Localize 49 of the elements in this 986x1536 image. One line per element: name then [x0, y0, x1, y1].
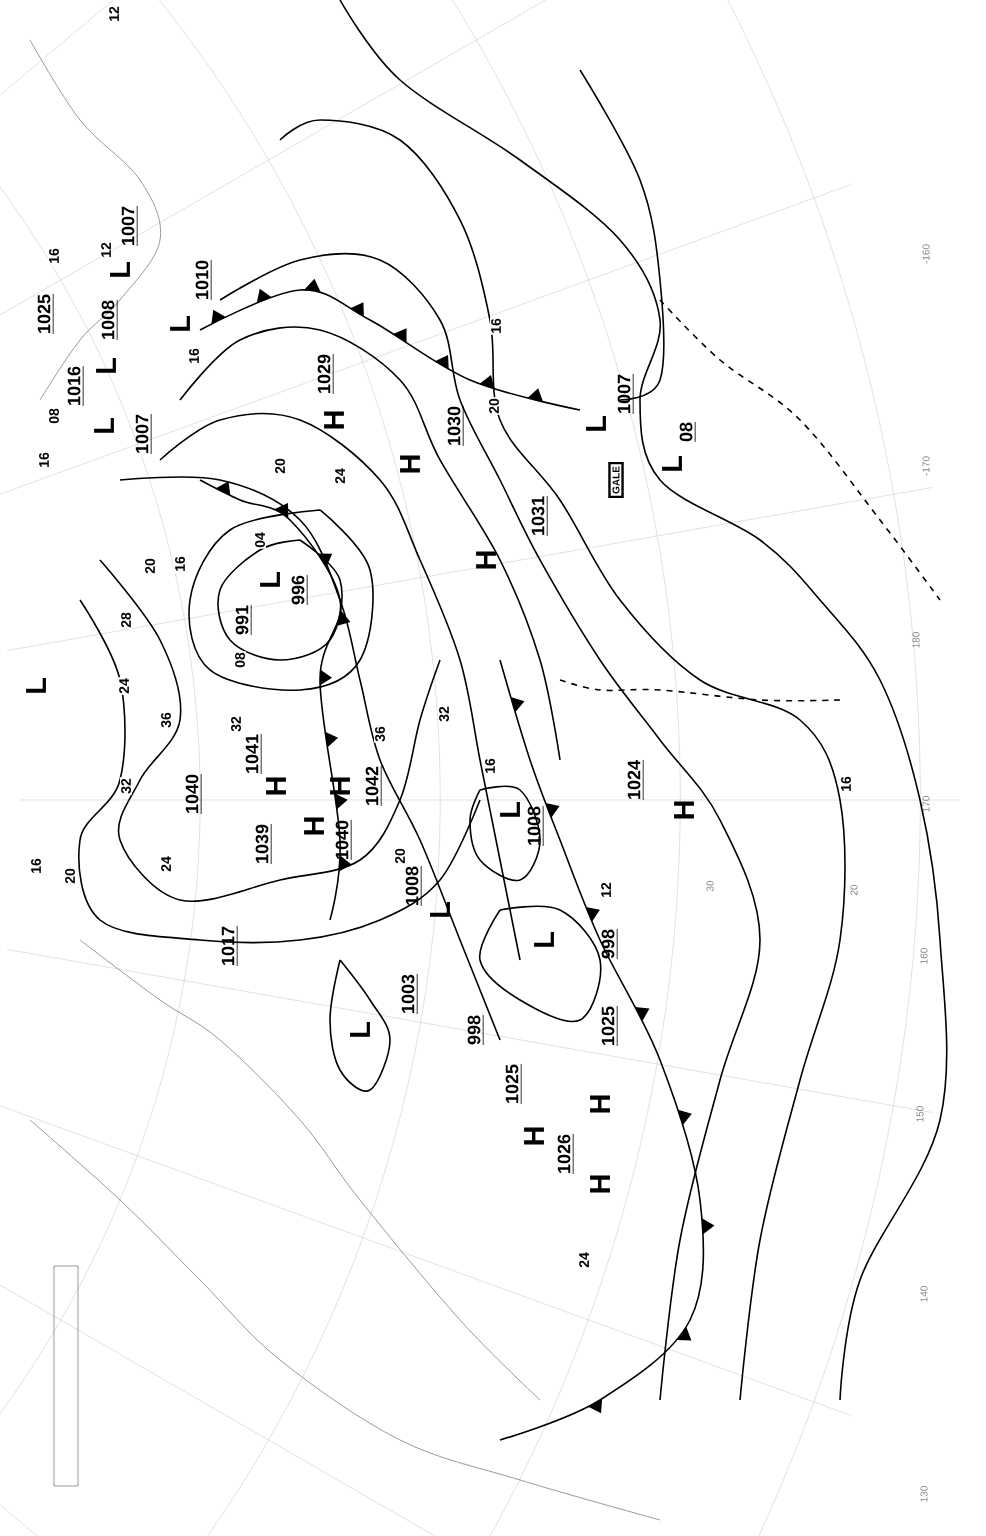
low-pressure-symbol: L [534, 932, 554, 947]
pressure-value: 1010 [195, 259, 212, 301]
high-pressure-symbol: H [304, 817, 324, 835]
pressure-value: 1007 [135, 413, 152, 455]
low-pressure-symbol: L [110, 262, 130, 277]
high-pressure-symbol: H [476, 551, 496, 569]
pressure-value: 1016 [67, 365, 84, 407]
high-pressure-symbol: H [590, 1095, 610, 1113]
high-pressure-symbol: H [674, 801, 694, 819]
pressure-value: 998 [467, 1014, 484, 1046]
high-pressure-symbol: H [324, 411, 344, 429]
pressure-value: 996 [291, 574, 308, 606]
pressure-value: 1007 [121, 205, 138, 247]
pressure-value: 1042 [365, 765, 382, 807]
pressure-value: 1026 [557, 1133, 574, 1175]
pressure-value: 1024 [627, 759, 644, 801]
low-pressure-symbol: L [662, 456, 682, 471]
low-pressure-symbol: L [94, 418, 114, 433]
pressure-value: 998 [601, 928, 618, 960]
high-pressure-symbol: H [330, 777, 350, 795]
pressure-value: 1030 [447, 405, 464, 447]
pressure-value: 1025 [601, 1005, 618, 1047]
pressure-value: 08 [679, 421, 696, 443]
pressure-value: 1039 [255, 823, 272, 865]
pressure-value: 1025 [505, 1063, 522, 1105]
pressure-value: 1003 [401, 973, 418, 1015]
low-pressure-symbol: L [586, 416, 606, 431]
pressure-value: 1031 [531, 495, 548, 537]
pressure-value: 1008 [405, 865, 422, 907]
high-pressure-symbol: H [524, 1127, 544, 1145]
pressure-value: 1040 [335, 819, 352, 861]
pressure-value: 1029 [317, 353, 334, 395]
pressure-value: 1017 [221, 925, 238, 967]
pressure-value: 1041 [245, 733, 262, 775]
pressure-value: 1008 [101, 299, 118, 341]
low-pressure-symbol: L [260, 572, 280, 587]
high-pressure-symbol: H [400, 455, 420, 473]
low-pressure-symbol: L [350, 1022, 370, 1037]
low-pressure-symbol: L [26, 678, 46, 693]
high-pressure-symbol: H [590, 1175, 610, 1193]
low-pressure-symbol: L [170, 316, 190, 331]
pressure-value: 1040 [185, 773, 202, 815]
pressure-value: 1025 [37, 293, 54, 335]
high-pressure-symbol: H [266, 777, 286, 795]
pressure-value: 991 [235, 604, 252, 636]
pressure-value: 1007 [617, 373, 634, 415]
low-pressure-symbol: L [500, 802, 520, 817]
low-pressure-symbol: L [430, 902, 450, 917]
low-pressure-symbol: L [96, 358, 116, 373]
